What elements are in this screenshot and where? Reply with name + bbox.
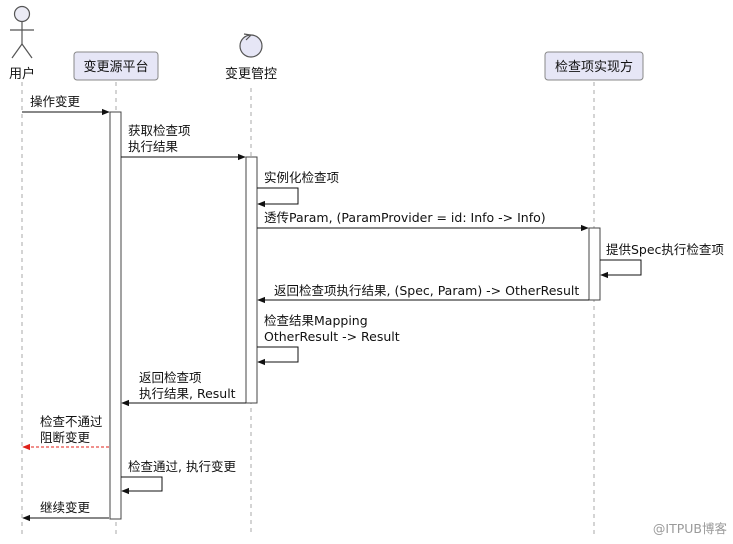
activation-implementer [588,227,601,301]
participant-platform-box [73,51,159,81]
message-label-m6: 返回检查项执行结果, (Spec, Param) -> OtherResult [274,283,579,298]
message-label-m9-line2: 阻断变更 [40,430,91,445]
message-label-m3: 实例化检查项 [264,170,339,185]
activation-platform [109,111,122,520]
participant-user-label: 用户 [9,66,35,82]
actor-icon [10,5,34,59]
activation-control [245,156,258,404]
control-icon [239,33,263,58]
message-label-m10: 检查通过, 执行变更 [128,459,236,474]
message-label-m4: 透传Param, (ParamProvider = id: Info -> In… [264,210,546,225]
message-label-m7-line1: 检查结果Mapping [264,313,368,328]
message-label-m8-line2: 执行结果, Result [139,386,236,401]
message-arrow-m10 [121,476,163,495]
message-label-m11: 继续变更 [40,500,91,515]
message-label-m2-line1: 获取检查项 [128,123,191,138]
message-label-m2-line2: 执行结果 [128,139,179,154]
participant-control-label: 变更管控 [225,66,277,82]
message-label-m7-line2: OtherResult -> Result [264,329,400,344]
message-label-m9-line1: 检查不通过 [40,414,103,429]
message-arrow-m3 [257,187,299,208]
participant-implementer-box [544,51,644,81]
message-label-m8-line1: 返回检查项 [139,370,202,385]
participant-platform-label: 变更源平台 [83,59,148,75]
participant-implementer-label: 检查项实现方 [555,59,633,75]
message-arrow-m7 [257,346,299,366]
message-label-m1: 操作变更 [30,94,81,109]
message-label-m5: 提供Spec执行检查项 [606,242,724,257]
message-arrow-m5 [600,259,642,279]
watermark: @ITPUB博客 [653,521,728,536]
